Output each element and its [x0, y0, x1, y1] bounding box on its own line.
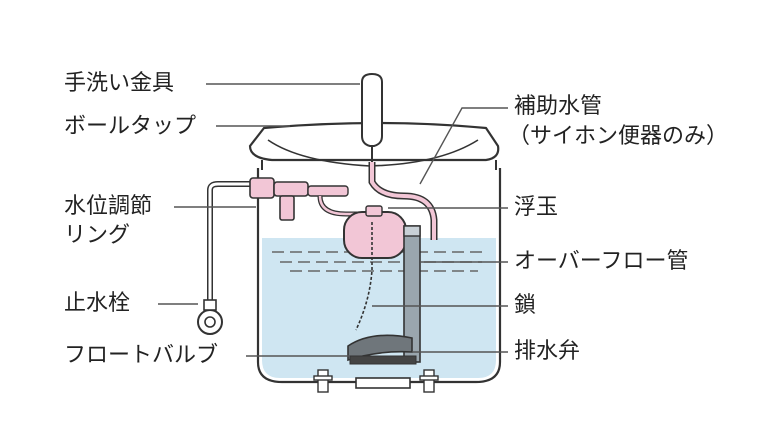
- label-drain-valve: 排水弁: [514, 339, 581, 364]
- float: [343, 211, 407, 259]
- label-stop-valve: 止水栓: [64, 291, 131, 316]
- label-flush-valve: フロートバルブ: [64, 343, 219, 368]
- label-float: 浮玉: [514, 195, 559, 220]
- leader-lines: [158, 83, 508, 357]
- label-overflow-pipe: オーバーフロー管: [514, 249, 689, 274]
- label-hand-wash-fitting: 手洗い金具: [64, 71, 175, 96]
- label-level-ring-line2: リング: [64, 223, 131, 248]
- drain-outlet: [355, 377, 411, 389]
- label-refill-tube-line1: 補助水管: [514, 94, 603, 119]
- stop-valve: [197, 299, 223, 335]
- label-ball-tap: ボールタップ: [64, 114, 197, 139]
- tank-bolts: [313, 369, 439, 393]
- label-chain: 鎖: [514, 293, 537, 318]
- hand-wash-faucet: [361, 72, 383, 147]
- ball-tap-assembly: [249, 177, 360, 221]
- label-level-ring-line1: 水位調節: [64, 194, 153, 219]
- label-refill-tube-line2: （サイホン便器のみ）: [508, 124, 729, 149]
